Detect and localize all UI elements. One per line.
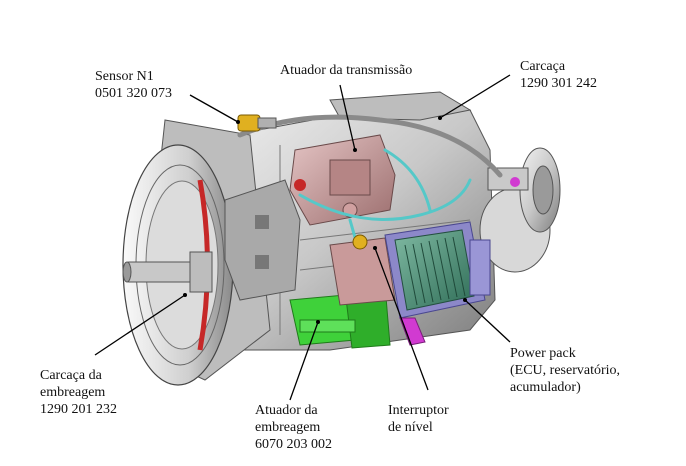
label-level-switch: Interruptor de nível — [388, 402, 449, 436]
label-line: embreagem — [255, 420, 321, 435]
label-line: (ECU, reservatório, — [510, 363, 621, 378]
sensor-n1 — [237, 114, 277, 132]
transmission-actuator — [289, 134, 396, 226]
label-line: 1290 201 232 — [40, 402, 117, 417]
label-line: 1290 301 242 — [520, 76, 597, 91]
label-line: 6070 203 002 — [255, 437, 332, 452]
label-line: Sensor N1 — [95, 69, 154, 84]
label-line: acumulador) — [510, 380, 581, 395]
housing-bracket — [224, 179, 301, 301]
label-line: Carcaça da — [40, 368, 102, 383]
label-line: Power pack — [510, 346, 576, 361]
label-line: Atuador da — [255, 403, 318, 418]
rear-output-flange — [479, 147, 561, 273]
label-sensor-n1: Sensor N1 0501 320 073 — [95, 68, 172, 102]
label-housing: Carcaça 1290 301 242 — [520, 58, 597, 92]
label-power-pack: Power pack (ECU, reservatório, acumulado… — [510, 345, 620, 396]
label-transmission-actuator: Atuador da transmissão — [280, 62, 412, 79]
label-line: 0501 320 073 — [95, 86, 172, 101]
leader-lines — [94, 74, 511, 401]
label-line: embreagem — [40, 385, 106, 400]
label-line: de nível — [388, 420, 433, 435]
leader-arrowheads — [183, 116, 467, 324]
label-line: Interruptor — [388, 403, 449, 418]
power-pack-ecu — [384, 221, 491, 346]
clutch-bell-housing — [122, 119, 271, 386]
label-clutch-actuator: Atuador da embreagem 6070 203 002 — [255, 402, 332, 453]
label-clutch-housing: Carcaça da embreagem 1290 201 232 — [40, 367, 117, 418]
label-line: Atuador da transmissão — [280, 63, 413, 78]
reservoir-block — [329, 234, 396, 306]
label-line: Carcaça — [520, 59, 566, 74]
